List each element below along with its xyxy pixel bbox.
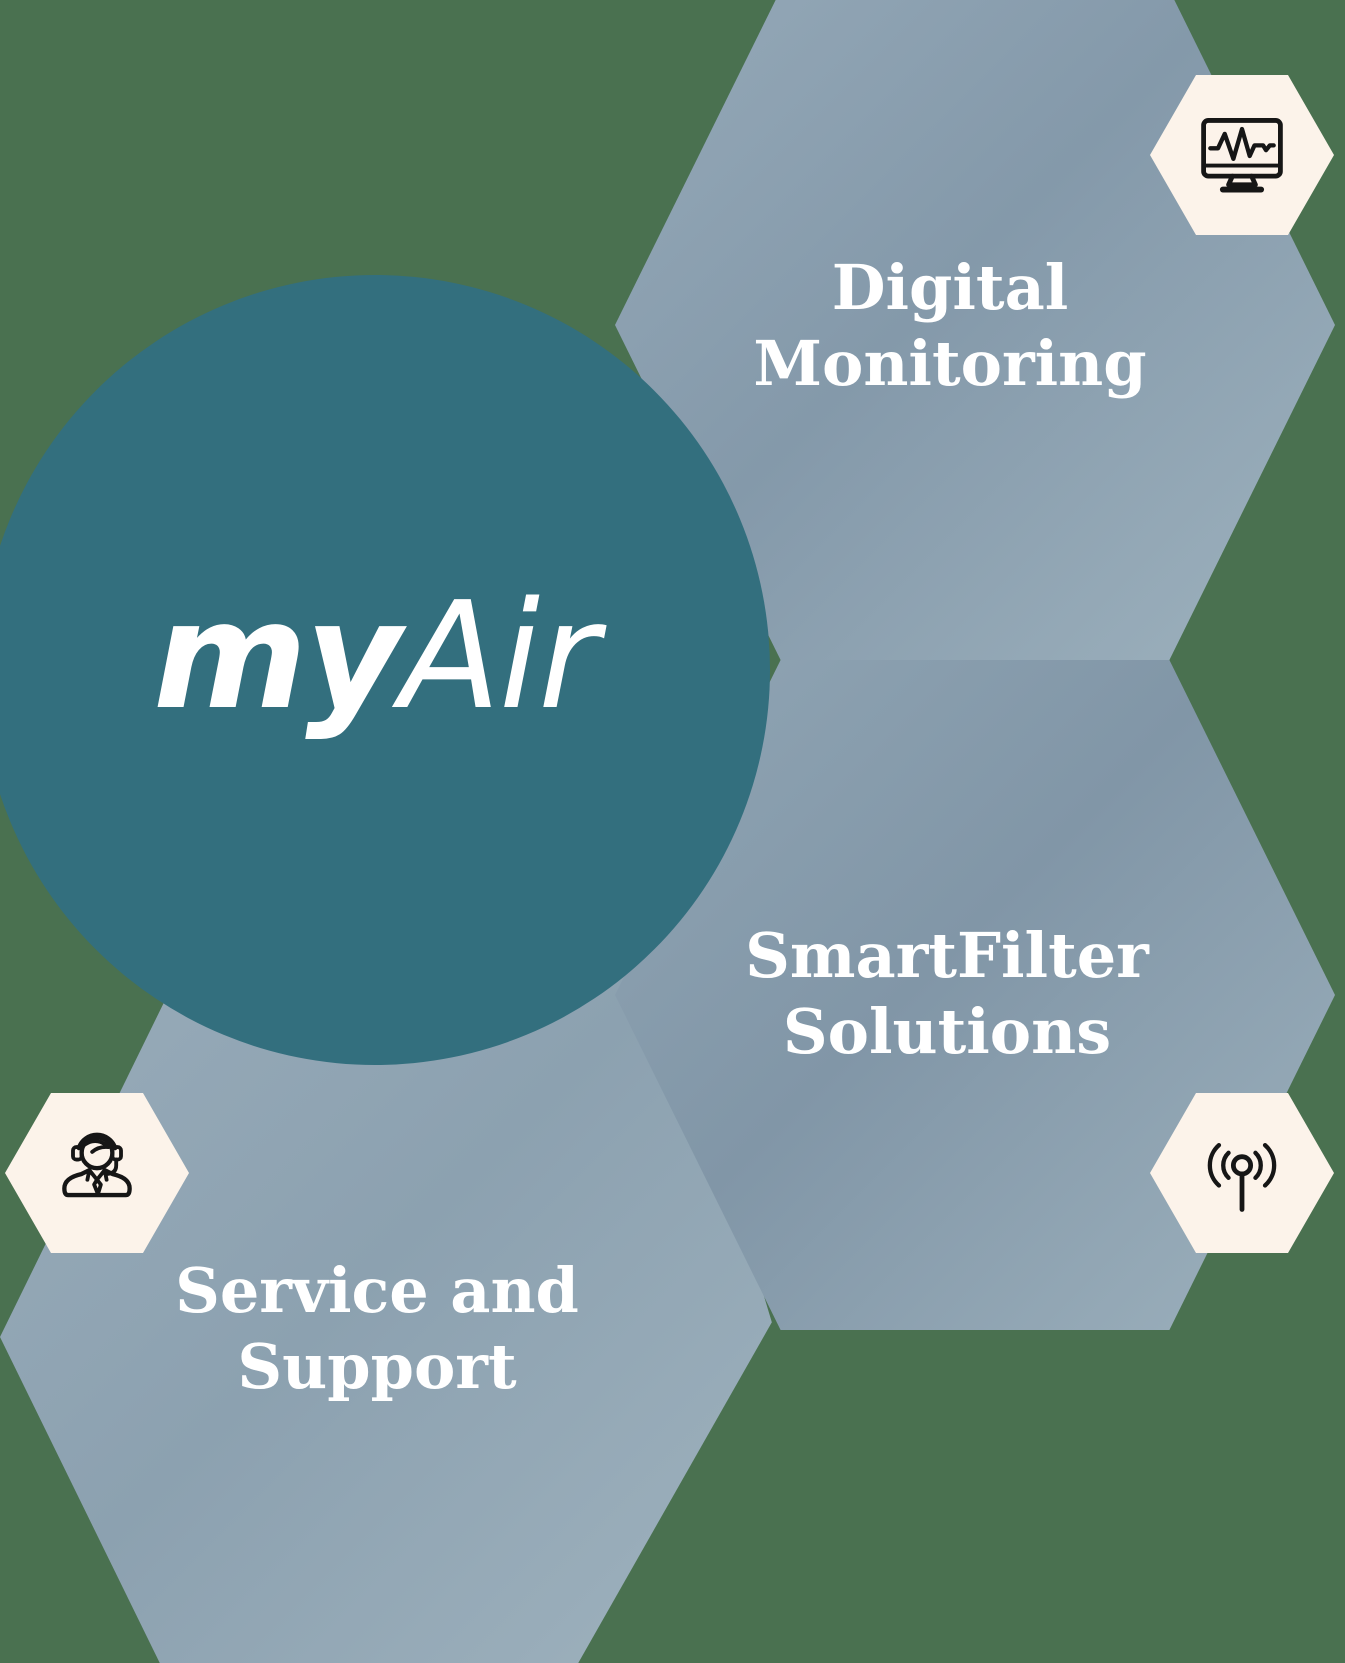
label-line: Monitoring: [753, 327, 1147, 400]
label-line: Service and: [175, 1254, 579, 1327]
label-line: Solutions: [782, 995, 1112, 1068]
label-line: Support: [237, 1330, 517, 1403]
label-line: SmartFilter: [745, 919, 1149, 992]
antenna-signal-icon: [1207, 1143, 1277, 1212]
label-smartfilter-solutions: SmartFilter Solutions: [587, 918, 1307, 1070]
monitor-pulse-icon: [1201, 118, 1283, 193]
myair-circle: myAir: [0, 275, 770, 1065]
label-digital-monitoring: Digital Monitoring: [590, 250, 1310, 402]
label-line: Digital: [831, 251, 1069, 324]
myair-logo: myAir: [153, 570, 599, 742]
support-headset-icon: [62, 1132, 132, 1198]
logo-part-air: Air: [399, 570, 599, 742]
label-service-support: Service and Support: [17, 1253, 737, 1405]
logo-part-my: my: [153, 570, 402, 742]
